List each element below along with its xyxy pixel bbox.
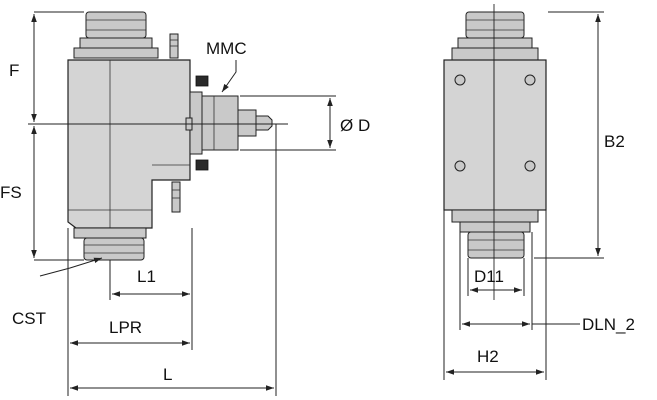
label-l1: L1 bbox=[137, 267, 156, 286]
label-d11: D11 bbox=[474, 267, 504, 286]
dimension-dia-d: Ø D bbox=[240, 95, 370, 151]
dimension-lpr: LPR bbox=[67, 228, 193, 396]
callout-mmc: MMC bbox=[206, 39, 247, 93]
dimension-l: L bbox=[70, 124, 277, 396]
label-l: L bbox=[163, 365, 172, 384]
side-fittings bbox=[169, 33, 209, 213]
label-b2: B2 bbox=[604, 132, 625, 151]
front-view bbox=[443, 4, 547, 300]
dimension-dln-2: DLN_2 bbox=[459, 232, 635, 334]
label-lpr: LPR bbox=[109, 318, 142, 337]
dimension-b2: B2 bbox=[534, 11, 625, 259]
side-view bbox=[28, 11, 288, 261]
mmc-interface bbox=[185, 91, 273, 155]
callout-cst: CST bbox=[12, 257, 103, 328]
dimension-l1: L1 bbox=[109, 228, 193, 300]
label-mmc: MMC bbox=[206, 39, 247, 58]
main-housing bbox=[67, 59, 191, 229]
dimension-f: F bbox=[9, 11, 84, 122]
label-dia-d: Ø D bbox=[340, 116, 370, 135]
bottom-collet-nut bbox=[73, 227, 147, 261]
dimension-fs: FS bbox=[0, 126, 84, 261]
dimension-d11: D11 bbox=[467, 258, 525, 296]
top-collet-nut bbox=[73, 11, 159, 59]
label-dln-2: DLN_2 bbox=[582, 315, 635, 334]
label-h2: H2 bbox=[477, 347, 499, 366]
label-f: F bbox=[9, 61, 19, 80]
label-fs: FS bbox=[0, 183, 22, 202]
dimension-h2: H2 bbox=[443, 210, 547, 380]
label-cst: CST bbox=[12, 309, 46, 328]
